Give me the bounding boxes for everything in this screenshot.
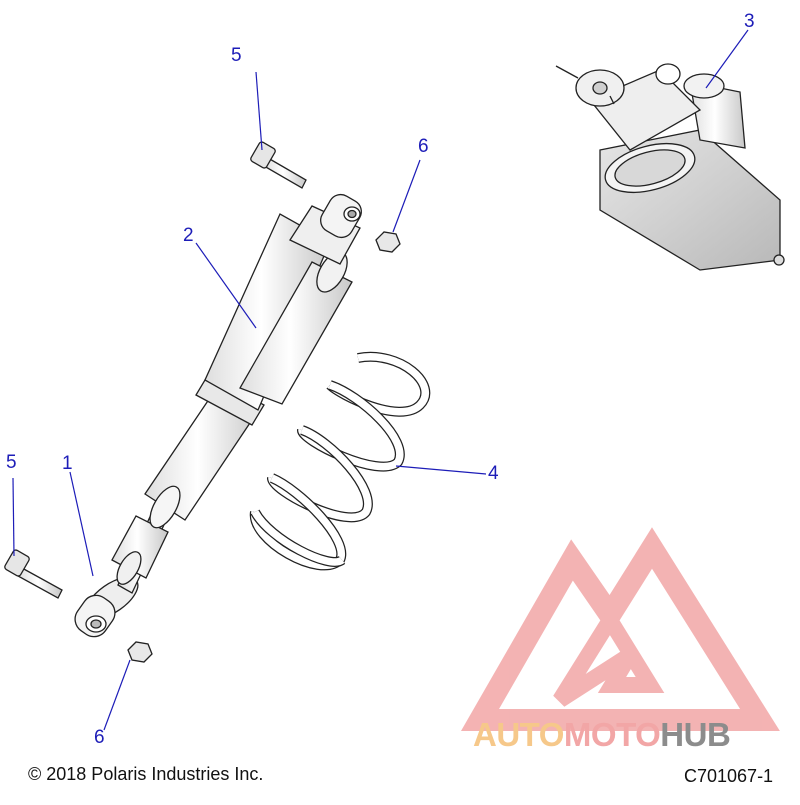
callout-1: 1 — [62, 453, 73, 474]
nut-top — [375, 231, 401, 253]
watermark-logo — [460, 527, 780, 731]
watermark-part-hub: HUB — [660, 716, 731, 753]
spring — [249, 351, 431, 571]
watermark-text: AUTOMOTOHUB — [473, 716, 731, 753]
copyright-text: © 2018 Polaris Industries Inc. — [28, 764, 264, 784]
nut-bottom — [127, 641, 153, 663]
watermark-part-auto: AUTO — [473, 716, 564, 753]
callout-3: 3 — [744, 11, 755, 32]
callout-4: 4 — [488, 463, 499, 484]
bolt-top — [250, 141, 307, 189]
shock-assembly-upper — [555, 63, 785, 271]
leader-lines — [12, 29, 749, 731]
shock-assembly-main — [74, 193, 362, 638]
drawing-id: C701067-1 — [684, 766, 774, 786]
lower-mount — [74, 576, 139, 638]
callout-2: 2 — [183, 225, 194, 246]
callout-5-left: 5 — [6, 452, 17, 473]
bump-stop — [111, 515, 169, 585]
callout-6-top: 6 — [418, 136, 429, 157]
callout-5-top: 5 — [231, 45, 242, 66]
bolt-left — [4, 549, 63, 599]
callout-6-bottom: 6 — [94, 727, 105, 748]
watermark-part-moto: MOTO — [563, 716, 661, 753]
